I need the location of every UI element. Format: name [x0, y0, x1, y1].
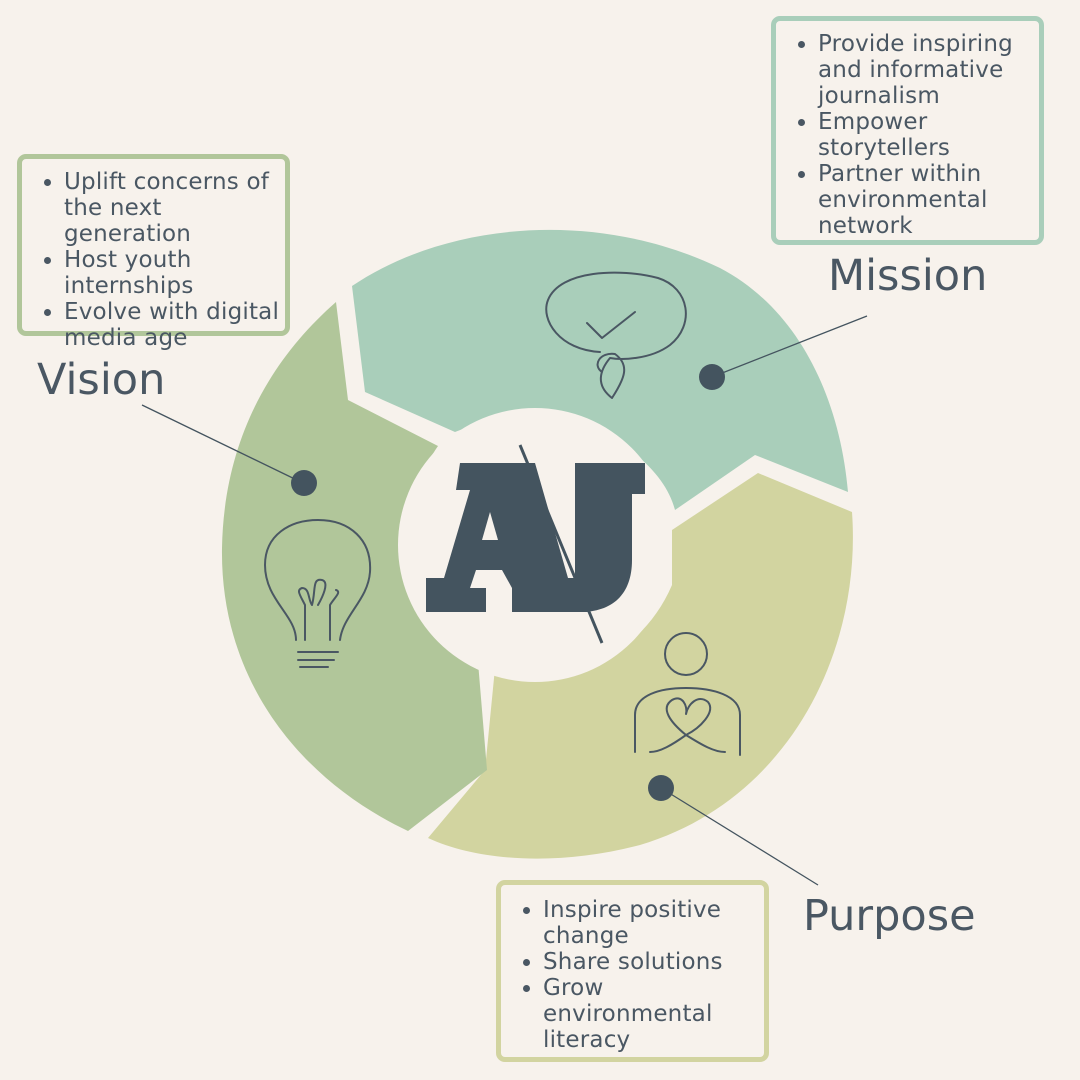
logo-slash: [518, 444, 604, 644]
purpose-item: Grow environmental literacy: [523, 975, 764, 1053]
vision-box: Uplift concerns of the next generation H…: [17, 154, 290, 351]
logo-letter-j: [575, 463, 645, 612]
purpose-title: Purpose: [803, 891, 976, 941]
purpose-connector-line: [660, 787, 819, 886]
mission-connector-line: [711, 315, 868, 378]
mission-list: Provide inspiring and informative journa…: [776, 31, 1039, 239]
logo-letter-a: [426, 463, 590, 612]
mission-item: Provide inspiring and informative journa…: [798, 31, 1039, 109]
lightbulb-icon: [264, 519, 372, 668]
vision-segment: [221, 302, 487, 831]
purpose-dot: [648, 775, 674, 801]
purpose-segment: [428, 473, 853, 859]
purpose-list: Inspire positive change Share solutions …: [501, 897, 764, 1053]
vision-item: Evolve with digital media age: [44, 299, 285, 351]
mission-box: Provide inspiring and informative journa…: [771, 16, 1044, 245]
purpose-item: Share solutions: [523, 949, 764, 975]
vision-connector-line: [141, 404, 304, 484]
vision-list: Uplift concerns of the next generation H…: [22, 169, 285, 351]
vision-dot: [291, 470, 317, 496]
person-heart-icon: [634, 632, 741, 756]
vision-item: Uplift concerns of the next generation: [44, 169, 285, 247]
purpose-item: Inspire positive change: [523, 897, 764, 949]
mission-title: Mission: [828, 251, 988, 301]
purpose-box: Inspire positive change Share solutions …: [496, 880, 769, 1062]
mission-item: Empower storytellers: [798, 109, 1039, 161]
speech-bubble-check-icon: [545, 271, 687, 399]
vision-item: Host youth internships: [44, 247, 285, 299]
vision-title: Vision: [37, 355, 166, 405]
mission-dot: [699, 364, 725, 390]
aj-monogram-logo: [426, 444, 645, 644]
mission-item: Partner within environmental network: [798, 161, 1039, 239]
